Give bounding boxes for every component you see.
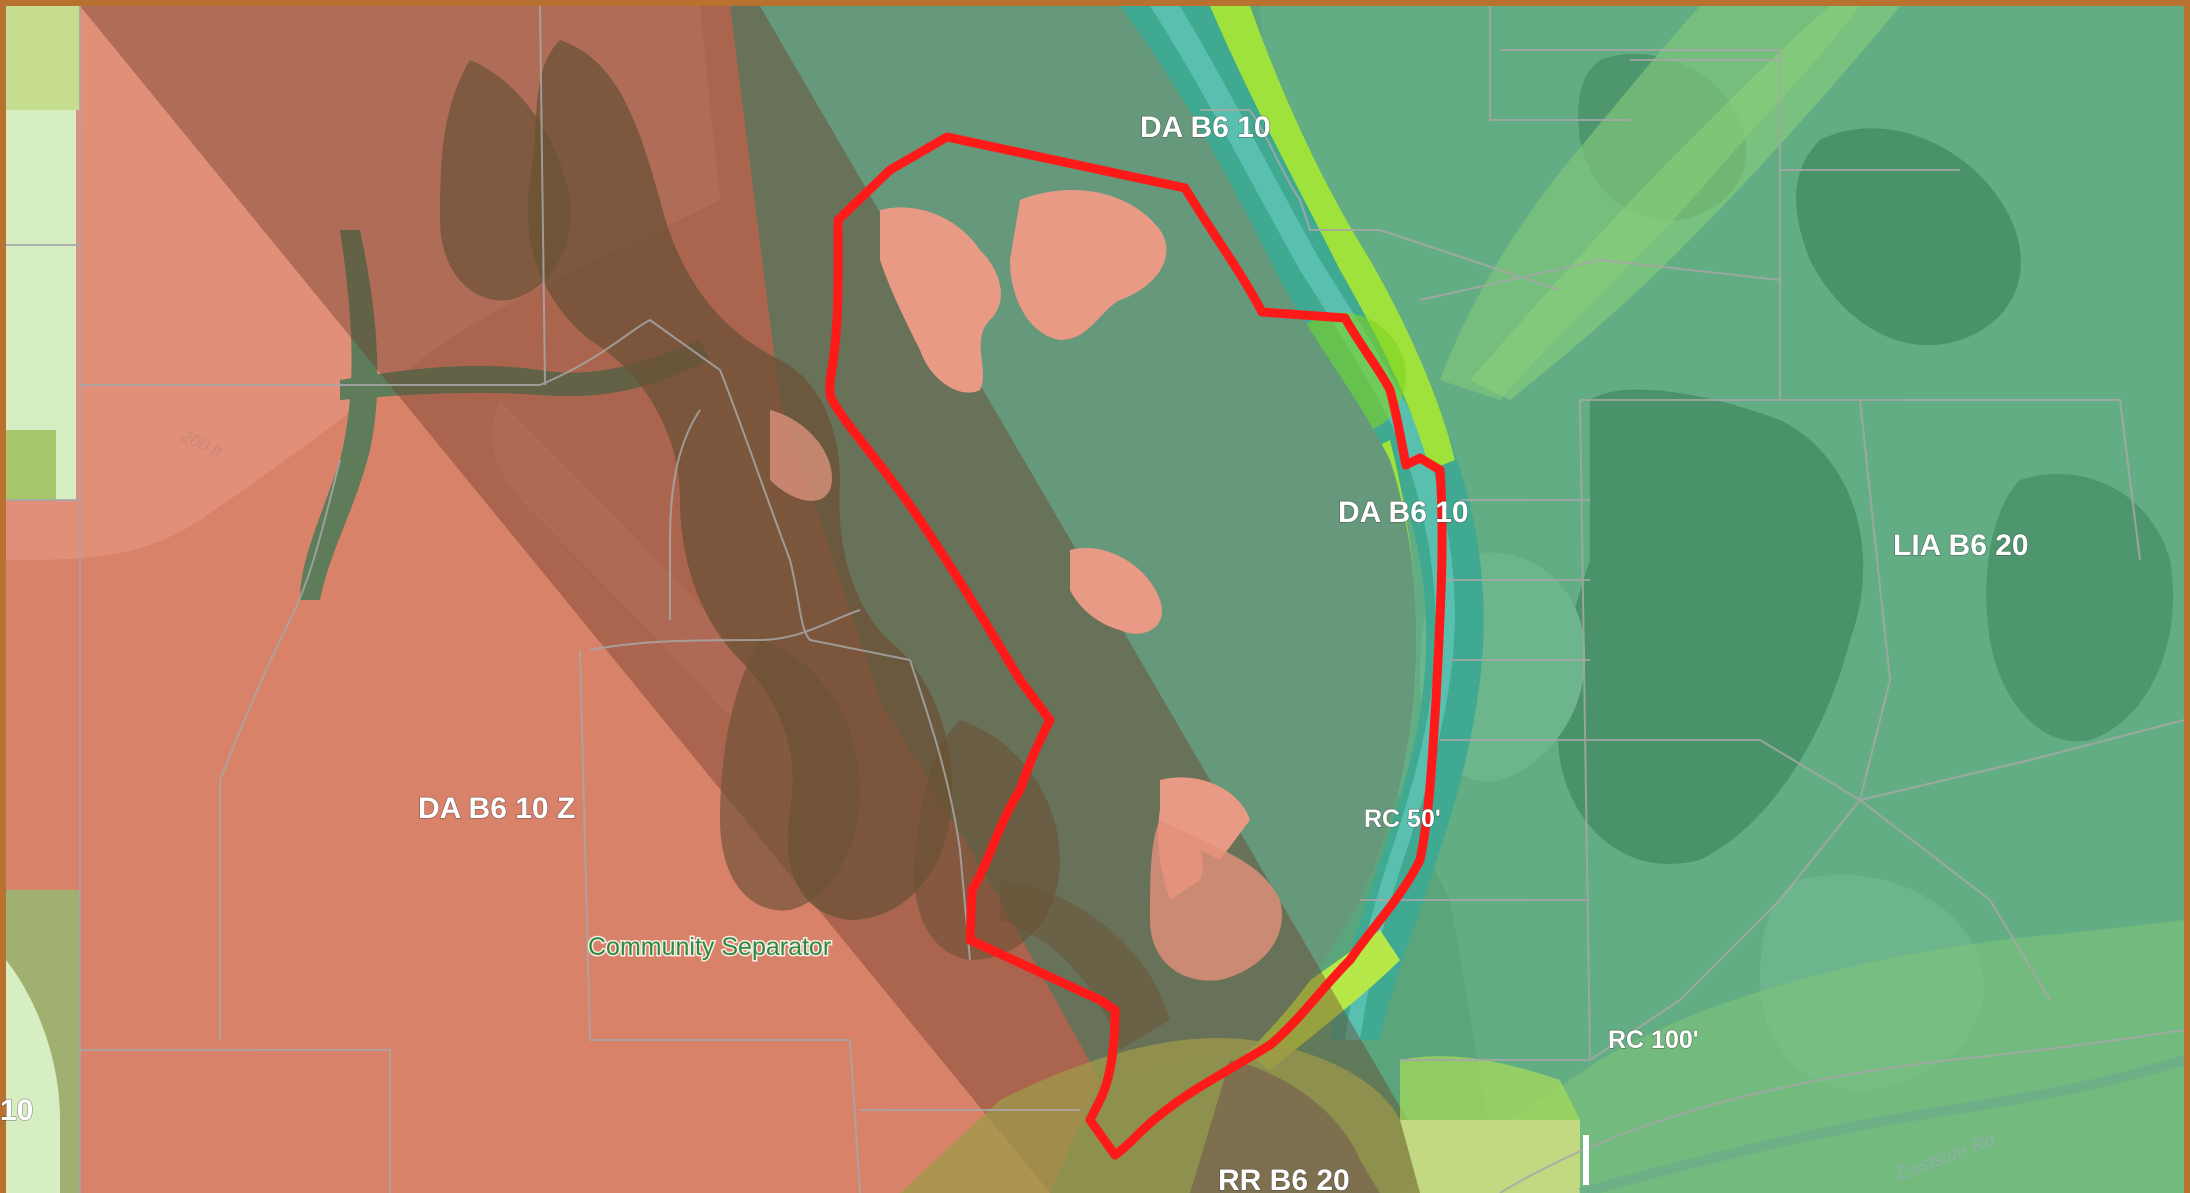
zone-label-da-b6-10-top: DA B6 10 — [1140, 111, 1271, 144]
road-layer — [1578, 1055, 2186, 1193]
river-layer — [1120, 6, 1484, 1040]
overlay-label-community-separator: Community Separator — [588, 933, 831, 961]
zone-label-rc-50: RC 50' — [1364, 805, 1441, 833]
zone-label-rr-b6-20: RR B6 20 — [1218, 1164, 1350, 1193]
forest-zone-layer — [1260, 6, 2184, 1193]
highlighted-parcel-outline[interactable] — [825, 132, 1447, 1160]
zone-label-lia-b6-20: LIA B6 20 — [1893, 529, 2029, 562]
road-marker — [1583, 1135, 1589, 1185]
zone-label-da-b6-10-z: DA B6 10 Z — [418, 792, 575, 825]
zone-label-da-b6-10-mid: DA B6 10 — [1338, 496, 1469, 529]
zone-label-rc-100: RC 100' — [1608, 1026, 1699, 1054]
zone-label-edge-10: 10 — [0, 1094, 33, 1127]
parcel-lines — [6, 5, 2185, 1193]
soil-patches-layer — [770, 190, 1282, 981]
